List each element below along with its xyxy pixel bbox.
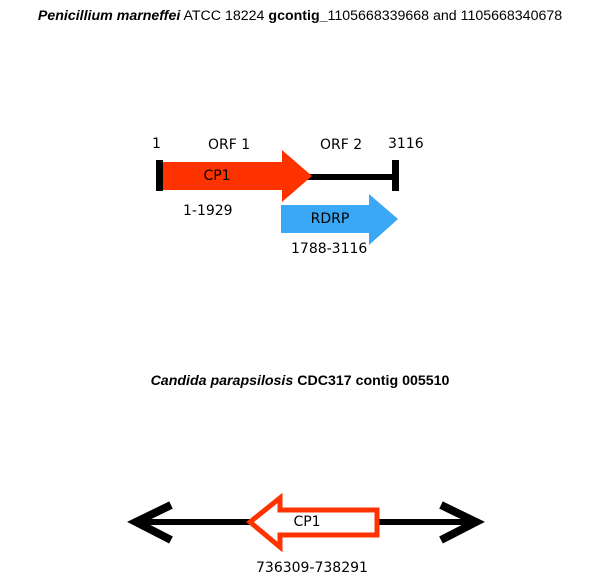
genome-end-tick	[392, 160, 399, 191]
bottom-title: Candida parapsilosis CDC317 contig 00551…	[0, 373, 600, 389]
genome-map	[156, 150, 399, 245]
orf2-label: ORF 2	[320, 137, 363, 153]
top-title: Penicillium marneffei ATCC 18224 gcontig…	[0, 8, 600, 24]
genome-start-label: 1	[152, 136, 161, 152]
cp1-contig-range: 736309-738291	[256, 560, 368, 576]
rdrp-label: RDRP	[310, 211, 350, 227]
top-contig-ids: 1105668339668 and 1105668340678	[327, 8, 563, 24]
top-strain: ATCC 18224	[183, 8, 265, 24]
genome-end-label: 3116	[388, 136, 424, 152]
orf1-label: ORF 1	[208, 137, 251, 153]
contig-left-arrowhead	[127, 501, 173, 544]
rdrp-arrow	[281, 194, 398, 245]
genome-start-tick	[156, 160, 163, 191]
bottom-organism: Candida parapsilosis	[150, 373, 294, 389]
top-contig-prefix: gcontig_	[268, 8, 328, 24]
cp1-range: 1-1929	[183, 203, 233, 219]
cp1-arrow	[163, 150, 312, 202]
bottom-contig-info: CDC317 contig 005510	[297, 373, 450, 389]
cp1-label: CP1	[203, 168, 231, 184]
cp1-outline-arrow	[246, 492, 380, 553]
rdrp-range: 1788-3116	[291, 241, 368, 257]
contig-map	[127, 492, 485, 553]
cp1-contig-label: CP1	[293, 514, 321, 530]
top-organism: Penicillium marneffei	[37, 8, 181, 24]
contig-right-arrowhead	[439, 501, 485, 544]
